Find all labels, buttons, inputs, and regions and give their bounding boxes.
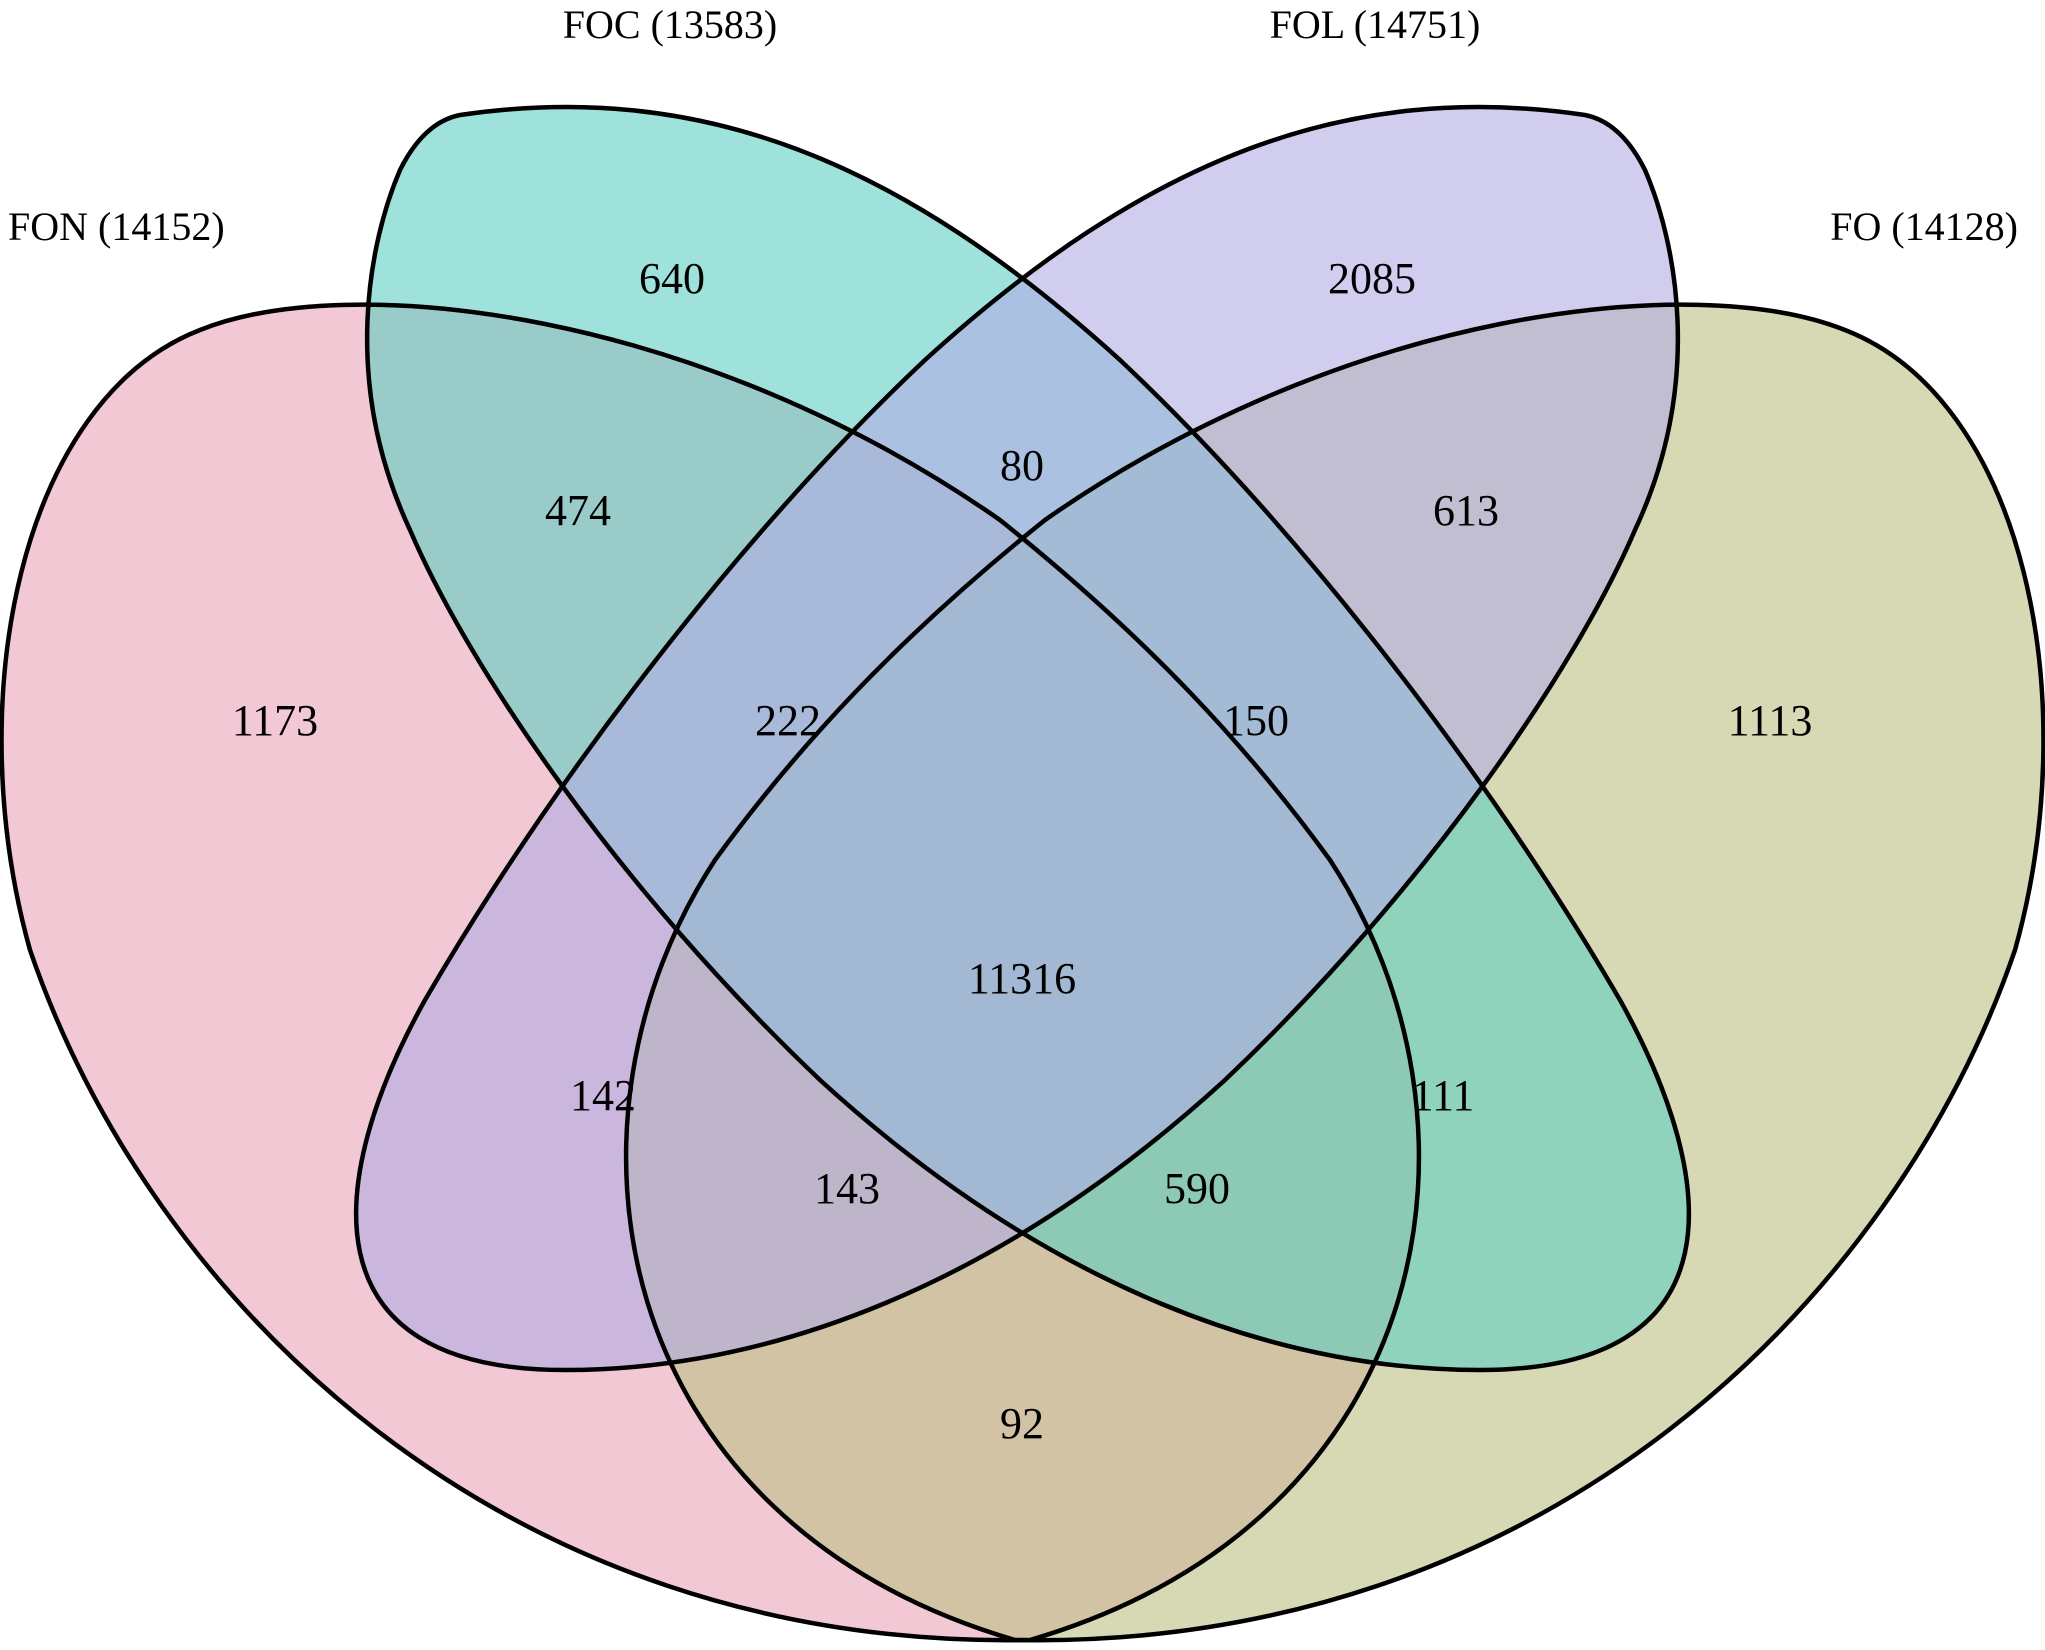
set-fol-shape bbox=[356, 107, 1678, 1370]
region-fon-foc: 474 bbox=[545, 486, 611, 535]
region-fon-only: 1173 bbox=[232, 696, 318, 745]
region-foc-fol: 80 bbox=[1000, 441, 1044, 490]
region-fol-fo: 613 bbox=[1433, 486, 1499, 535]
region-all-four: 11316 bbox=[968, 954, 1076, 1003]
set-outlines bbox=[0, 104, 2045, 1643]
set-shapes bbox=[1, 107, 2044, 1641]
region-fon-fol: 142 bbox=[570, 1071, 636, 1120]
set-labels: FON (14152) FOC (13583) FOL (14751) FO (… bbox=[8, 2, 2018, 249]
region-foc-only: 640 bbox=[639, 254, 705, 303]
set-fol-outline bbox=[353, 104, 1681, 1373]
region-foc-fo: 111 bbox=[1412, 1071, 1475, 1120]
region-fo-only: 1113 bbox=[1728, 696, 1813, 745]
set-fon-outline bbox=[0, 302, 1422, 1643]
region-fon-fo: 92 bbox=[1000, 1399, 1044, 1448]
region-fon-foc-fol: 222 bbox=[755, 696, 821, 745]
set-label-fol: FOL (14751) bbox=[1270, 2, 1481, 47]
region-fol-only: 2085 bbox=[1328, 254, 1416, 303]
set-fo-outline bbox=[623, 302, 2045, 1643]
region-labels: 1173 640 2085 1113 474 80 613 222 150 11… bbox=[232, 254, 1813, 1448]
set-label-foc: FOC (13583) bbox=[563, 2, 777, 47]
region-foc-fol-fo: 150 bbox=[1223, 696, 1289, 745]
set-label-fo: FO (14128) bbox=[1830, 204, 2018, 249]
set-label-fon: FON (14152) bbox=[8, 204, 225, 249]
region-fon-foc-fo: 590 bbox=[1164, 1164, 1230, 1213]
region-fon-fol-fo: 143 bbox=[814, 1164, 880, 1213]
set-foc-outline bbox=[364, 104, 1692, 1373]
